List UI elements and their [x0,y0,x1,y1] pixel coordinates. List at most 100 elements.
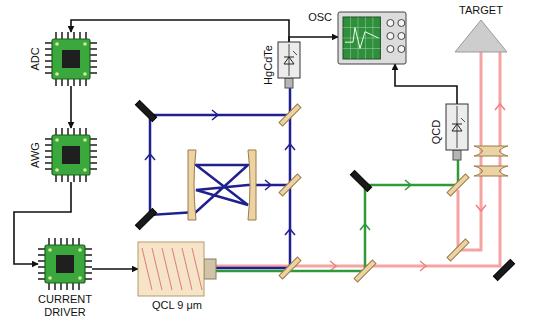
chip-pin [55,128,57,135]
oscilloscope-body [338,12,406,64]
chip-pin [85,32,87,39]
board-hole [78,248,82,252]
laser-structure [162,248,172,290]
chip-pin [85,248,92,250]
device-label: TARGET [459,4,503,17]
awg-board: AWG [45,128,97,182]
laser-structure [172,248,182,290]
beam-splitter [279,174,301,196]
chip-pin [72,238,74,245]
beam-splitter [354,260,376,282]
screen-grid [343,17,380,59]
beam-splitter [447,239,469,261]
chip-pin [45,162,52,164]
chip-pin [45,138,52,140]
signal-wire [92,268,138,270]
board-hole [48,276,52,280]
target-shape [455,20,507,52]
knob [387,20,394,27]
mirror [493,259,514,280]
chip-pin [90,72,97,74]
chip-pin [67,175,69,182]
chip-icon [45,32,97,86]
chip-pin [45,48,52,50]
detector-housing [446,104,468,150]
chip-pin [38,260,45,262]
chip-pin [48,238,50,245]
chip-pin [48,283,50,290]
photodiode-symbol [457,106,458,148]
board-hole [83,42,87,46]
chip-pin [45,54,52,56]
qcd-detector: QCD [446,104,468,160]
beam-splitter [447,174,469,196]
pink-beam [476,205,486,211]
oscilloscope-screen [343,17,380,59]
knob [398,33,405,40]
laser-housing [138,242,204,296]
chip [56,255,74,273]
chip-pin [85,175,87,182]
device-label: OSC [308,11,332,24]
chip-pin [90,168,97,170]
green-beam [405,180,411,190]
chip-pin [61,32,63,39]
chip-pin [54,283,56,290]
lens [474,146,508,156]
chip-pin [85,266,92,268]
blue-beam [212,110,218,120]
chip-pin [45,144,52,146]
signal-wire [289,37,338,42]
chip-pin [38,272,45,274]
blue-beam [145,154,155,160]
chip-pin [78,238,80,245]
chip-pin [85,79,87,86]
chip-pin [85,254,92,256]
chip-pin [54,238,56,245]
knob [387,46,394,53]
chip-pin [61,79,63,86]
mirror [135,100,156,121]
device-label: QCD [430,120,442,144]
multipass-cell [188,150,196,220]
chip-pin [73,79,75,86]
beam-splitter [279,104,469,282]
mirror [135,100,156,121]
mirror [350,170,371,191]
detector-window [285,78,293,88]
beam-splitter [354,260,376,282]
chip-pin [90,42,97,44]
board-hole [55,72,59,76]
chip-pin [90,66,97,68]
laser-structure [142,248,152,290]
chip-pin [78,283,80,290]
chip-pin [45,168,52,170]
laser-structure [192,248,202,290]
label-holder: ADC [28,32,42,86]
chip-pin [66,238,68,245]
beam-splitter [279,174,301,196]
blue-beam [215,84,290,268]
chip-pin [55,32,57,39]
chip-pin [90,138,97,140]
chip-icon [45,128,97,182]
trace [345,28,378,49]
pink-beam [495,104,505,110]
chip-pin [90,144,97,146]
device-label: CURRENT DRIVER [28,293,102,318]
beam-splitter [279,104,301,126]
chip-pin [90,48,97,50]
label-holder: HgCdTe [261,42,275,88]
chip-pins [45,128,97,182]
board-hole [55,138,59,142]
device-label: HgCdTe [262,45,274,85]
chip-pin [55,175,57,182]
circuit-board [52,39,90,79]
chip-pin [73,32,75,39]
target-icon [455,20,507,52]
current-driver-board: CURRENT DRIVER [38,238,92,290]
chip-pin [38,266,45,268]
board-hole [83,138,87,142]
blue-beam [150,115,290,215]
chip-pin [67,128,69,135]
